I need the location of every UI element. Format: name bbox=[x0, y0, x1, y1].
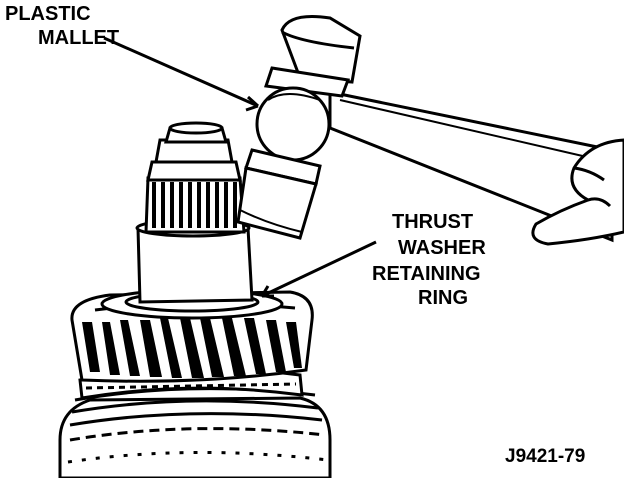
output-shaft-icon bbox=[135, 121, 254, 304]
synchronizer-hub-icon bbox=[58, 387, 332, 478]
mallet-leader-line bbox=[103, 36, 259, 108]
ring-label-line1: THRUST bbox=[392, 211, 473, 233]
ring-label-line4: RING bbox=[418, 287, 468, 309]
hand-icon bbox=[531, 138, 624, 246]
plastic-mallet-icon bbox=[236, 15, 614, 243]
ring-leader-line bbox=[261, 240, 377, 298]
ring-label-line2: WASHER bbox=[398, 237, 486, 259]
mallet-label-line1: PLASTIC bbox=[5, 3, 91, 25]
figure-code: J9421-79 bbox=[505, 446, 585, 467]
ring-label-line3: RETAINING bbox=[372, 263, 481, 285]
mallet-label-line2: MALLET bbox=[38, 27, 119, 49]
leader-lines bbox=[103, 36, 377, 298]
